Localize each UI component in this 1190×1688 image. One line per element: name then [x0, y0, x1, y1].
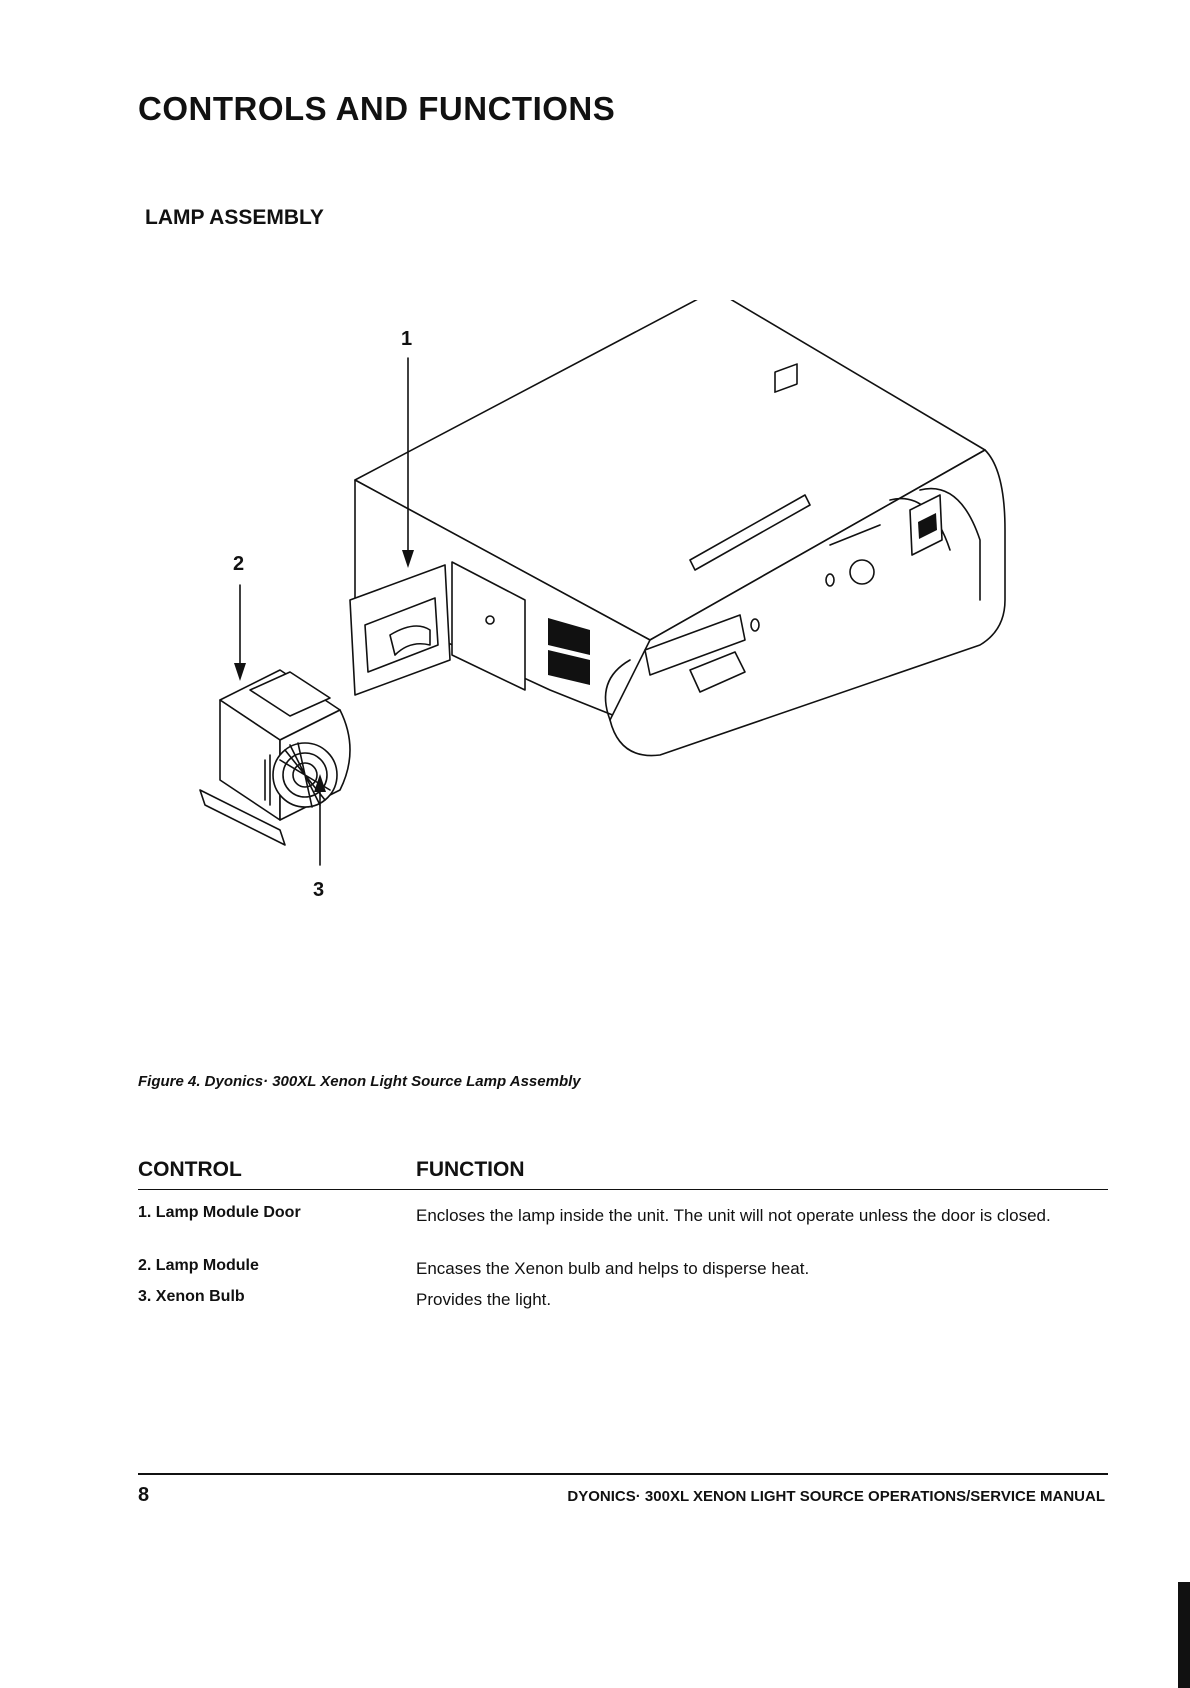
table-header-rule — [138, 1189, 1108, 1190]
control-name: 1. Lamp Module Door — [138, 1204, 301, 1221]
callout-label-3: 3 — [313, 879, 324, 901]
callout-arrow-3 — [314, 774, 326, 866]
scan-edge-mark — [1178, 1582, 1190, 1688]
function-description: Encloses the lamp inside the unit. The u… — [416, 1206, 1051, 1225]
page-number: 8 — [138, 1484, 150, 1506]
light-source-unit — [349, 300, 1006, 757]
function-description: Provides the light. — [416, 1290, 552, 1309]
table-header-function: FUNCTION — [416, 1158, 525, 1181]
lamp-assembly-figure: 1 2 3 — [190, 300, 1090, 1000]
figure-caption: Figure 4. Dyonics· 300XL Xenon Light Sou… — [138, 1073, 581, 1090]
control-name: 2. Lamp Module — [138, 1257, 259, 1274]
control-name: 3. Xenon Bulb — [138, 1288, 245, 1305]
lamp-module — [199, 669, 351, 846]
section-title: LAMP ASSEMBLY — [145, 206, 324, 229]
callout-arrow-2 — [234, 584, 246, 681]
callout-label-1: 1 — [401, 328, 412, 350]
function-description: Encases the Xenon bulb and helps to disp… — [416, 1259, 810, 1278]
callout-label-2: 2 — [233, 553, 244, 575]
footer-rule — [138, 1473, 1108, 1475]
lamp-assembly-illustration: 1 2 3 — [199, 300, 1006, 901]
running-footer: DYONICS· 300XL XENON LIGHT SOURCE OPERAT… — [567, 1488, 1105, 1505]
table-header-control: CONTROL — [138, 1158, 242, 1181]
page-title: CONTROLS AND FUNCTIONS — [138, 90, 616, 127]
callout-arrow-1 — [402, 357, 414, 568]
